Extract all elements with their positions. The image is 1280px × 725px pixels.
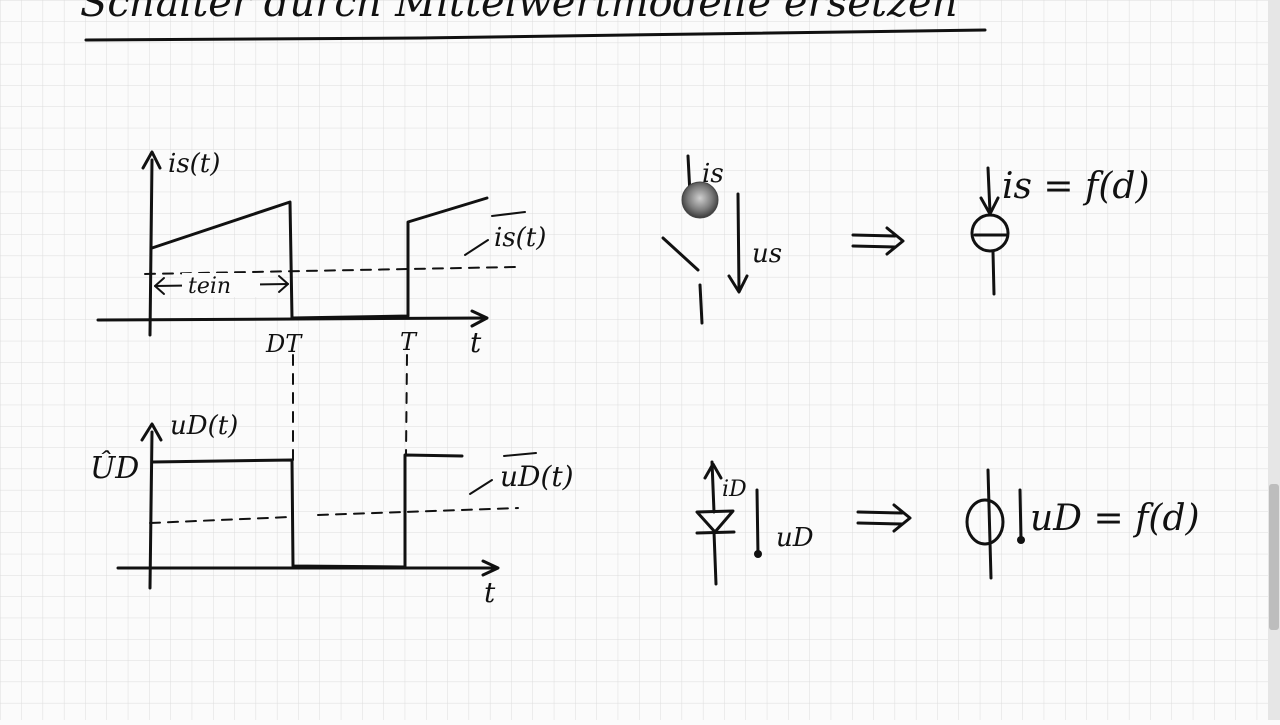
tick-dt-label: DT — [265, 330, 303, 358]
voltage-peak-label: ÛD — [90, 450, 139, 486]
current-source-lead — [991, 250, 996, 296]
switch-current-label: is — [702, 159, 724, 189]
voltage-source-arrow — [1018, 488, 1023, 542]
scrollbar-thumb[interactable] — [1269, 484, 1279, 630]
diode-cathode-bar — [695, 530, 736, 535]
switch-voltage-label: us — [752, 239, 782, 269]
implies-arrowhead-1-icon — [885, 226, 905, 256]
diode-leads — [710, 460, 718, 586]
implies-arrow-2 — [856, 510, 904, 526]
ton-right-arrow-icon — [278, 275, 289, 293]
voltage-source-equation: uD = f(d) — [1030, 498, 1200, 539]
current-plot: is(t) t is(t) tein DT T — [96, 149, 546, 359]
voltage-source-line — [986, 468, 993, 580]
switch-voltage-arrowhead-icon — [727, 274, 749, 294]
current-source-equation: is = f(d) — [1002, 166, 1150, 207]
current-y-arrow-icon — [141, 150, 162, 170]
voltage-y-arrow-icon — [140, 422, 163, 442]
voltage-source-circle — [965, 498, 1005, 546]
current-average-line — [144, 266, 516, 275]
diode-voltage-label: uD — [776, 523, 814, 553]
tick-t-label: T — [400, 328, 418, 356]
voltage-y-axis — [148, 430, 154, 590]
voltage-x-arrow-icon — [481, 559, 500, 577]
voltage-average-line — [149, 507, 519, 524]
current-source-circle — [970, 213, 1010, 253]
diode-voltage-arrow — [755, 488, 760, 557]
diode-current-label: iD — [722, 477, 747, 502]
voltage-average-bar — [503, 452, 537, 457]
current-average-label: is(t) — [494, 223, 546, 253]
pointer-icon — [681, 181, 719, 219]
voltage-x-label: t — [484, 576, 496, 609]
voltage-average-pointer — [469, 479, 493, 495]
diode-symbol — [695, 509, 735, 534]
current-average-bar — [491, 211, 526, 217]
current-x-arrow-icon — [470, 309, 489, 328]
switch-voltage-arrow — [736, 192, 741, 292]
ton-left-arrow-icon — [154, 277, 165, 295]
voltage-plot: uD(t) ÛD t uD(t) — [90, 411, 574, 609]
voltage-source-model: uD = f(d) — [965, 468, 1200, 580]
switch-blade — [661, 236, 700, 272]
current-source-model: is = f(d) — [970, 166, 1150, 296]
voltage-source-arrowhead-icon — [1017, 536, 1025, 544]
ton-label-bg — [182, 273, 260, 297]
switch-model: is us — [661, 154, 782, 325]
current-x-label: t — [470, 326, 482, 359]
current-waveform — [150, 196, 489, 320]
voltage-waveform — [150, 453, 464, 569]
current-y-label: is(t) — [168, 149, 220, 179]
diode-voltage-arrowhead-icon — [754, 550, 762, 558]
implies-arrowhead-2-icon — [892, 503, 912, 533]
source-current-arrow — [986, 166, 992, 214]
current-average-pointer — [464, 239, 489, 256]
page-title: Schalter durch Mittelwertmodelle ersetze… — [80, 0, 957, 26]
title-underline — [84, 28, 987, 42]
switch-terminal — [698, 283, 704, 325]
t-guide-line — [405, 354, 408, 456]
diode-model: iD uD — [695, 460, 814, 586]
implies-arrow-1 — [851, 233, 897, 249]
diode-current-arrowhead-icon — [703, 462, 723, 480]
voltage-average-label: uD(t) — [500, 460, 574, 493]
ton-label: tein — [188, 274, 231, 299]
voltage-y-label: uD(t) — [170, 411, 238, 441]
